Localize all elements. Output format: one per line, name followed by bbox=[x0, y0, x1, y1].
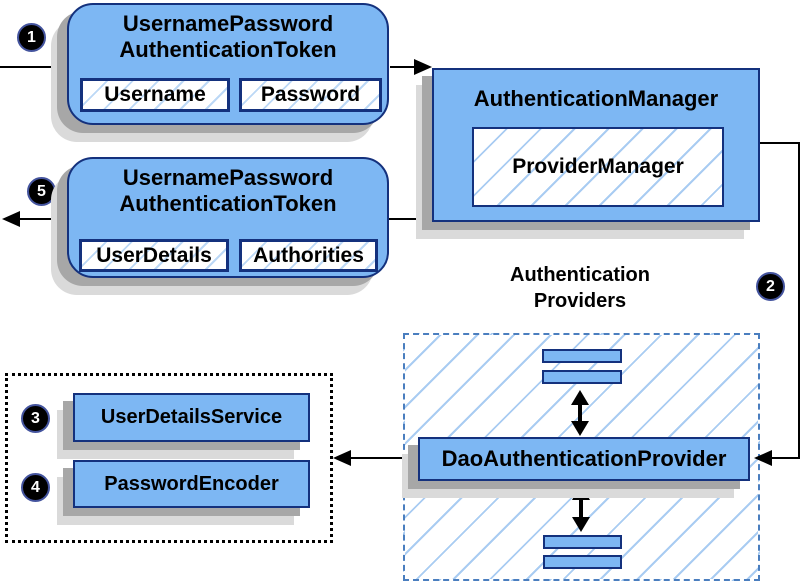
step-2-badge: 2 bbox=[756, 272, 785, 301]
authentication-manager-title: AuthenticationManager bbox=[473, 86, 719, 111]
authorities-field-box: Authorities bbox=[239, 239, 378, 272]
password-field-label: Password bbox=[260, 83, 361, 106]
authentication-providers-label-line1: Authentication bbox=[510, 264, 650, 286]
provider-placeholder-bar bbox=[542, 349, 622, 363]
into-dao-arrowhead-icon bbox=[754, 450, 772, 466]
response-token-box: UsernamePassword AuthenticationToken Use… bbox=[67, 157, 389, 278]
authentication-providers-label: Authentication Providers bbox=[455, 262, 705, 314]
provider-placeholder-bar bbox=[542, 370, 622, 384]
request-token-box: UsernamePassword AuthenticationToken Use… bbox=[67, 3, 389, 125]
response-token-title-line2: AuthenticationToken bbox=[119, 191, 337, 216]
password-encoder-box: PasswordEncoder bbox=[73, 460, 310, 508]
providers-top-doublearrow-down-icon bbox=[571, 421, 589, 436]
username-field-box: Username bbox=[80, 78, 230, 112]
response-token-title: UsernamePassword AuthenticationToken bbox=[69, 165, 387, 217]
manager-right-line bbox=[760, 142, 800, 144]
authentication-manager-box: AuthenticationManager ProviderManager bbox=[432, 68, 760, 222]
request-token-title-line1: UsernamePassword bbox=[122, 11, 334, 36]
right-vertical-line bbox=[798, 142, 800, 459]
manager-to-token-line bbox=[389, 218, 432, 220]
dao-to-services-arrowhead-icon bbox=[333, 450, 351, 466]
password-field-box: Password bbox=[239, 78, 382, 112]
step1-incoming-line bbox=[0, 66, 60, 68]
user-details-service-label: UserDetailsService bbox=[100, 406, 283, 428]
authentication-providers-label-line2: Providers bbox=[533, 290, 627, 312]
providers-top-doublearrow-shaft bbox=[578, 403, 582, 423]
step5-outgoing-arrowhead-icon bbox=[2, 211, 20, 227]
services-region bbox=[5, 373, 333, 543]
dao-to-services-arrow-shaft bbox=[350, 457, 418, 459]
password-encoder-label: PasswordEncoder bbox=[104, 472, 279, 495]
provider-manager-label: ProviderManager bbox=[512, 155, 684, 178]
step-4-badge: 4 bbox=[21, 473, 50, 502]
step-1-number: 1 bbox=[27, 28, 36, 46]
provider-manager-box: ProviderManager bbox=[472, 127, 724, 207]
userdetails-field-box: UserDetails bbox=[79, 239, 229, 272]
response-token-title-line1: UsernamePassword bbox=[122, 165, 334, 190]
step-4-number: 4 bbox=[31, 478, 40, 496]
dao-authentication-provider-label: DaoAuthenticationProvider bbox=[441, 446, 727, 471]
step-3-badge: 3 bbox=[21, 404, 50, 433]
username-field-label: Username bbox=[104, 83, 206, 106]
authorities-field-label: Authorities bbox=[253, 243, 364, 267]
provider-placeholder-bar bbox=[543, 555, 622, 569]
token-to-manager-arrowhead-icon bbox=[414, 59, 432, 75]
step-5-badge: 5 bbox=[27, 177, 56, 206]
step-5-number: 5 bbox=[37, 182, 46, 200]
request-token-title: UsernamePassword AuthenticationToken bbox=[69, 11, 387, 63]
providers-bottom-doublearrow-shaft bbox=[579, 499, 583, 518]
step-3-number: 3 bbox=[31, 409, 40, 427]
request-token-title-line2: AuthenticationToken bbox=[119, 37, 337, 62]
user-details-service-box: UserDetailsService bbox=[73, 393, 310, 442]
step5-outgoing-line bbox=[18, 218, 67, 220]
providers-top-doublearrow-up-icon bbox=[571, 390, 589, 405]
dao-authentication-provider-box: DaoAuthenticationProvider bbox=[418, 437, 750, 481]
userdetails-field-label: UserDetails bbox=[96, 243, 212, 267]
providers-bottom-doublearrow-up-icon bbox=[572, 485, 590, 500]
step-1-badge: 1 bbox=[17, 23, 46, 52]
token-to-manager-arrow-shaft bbox=[390, 66, 416, 68]
step-2-number: 2 bbox=[766, 277, 775, 295]
provider-placeholder-bar bbox=[543, 535, 622, 549]
providers-bottom-doublearrow-down-icon bbox=[572, 517, 590, 532]
into-dao-arrow-shaft bbox=[770, 457, 800, 459]
